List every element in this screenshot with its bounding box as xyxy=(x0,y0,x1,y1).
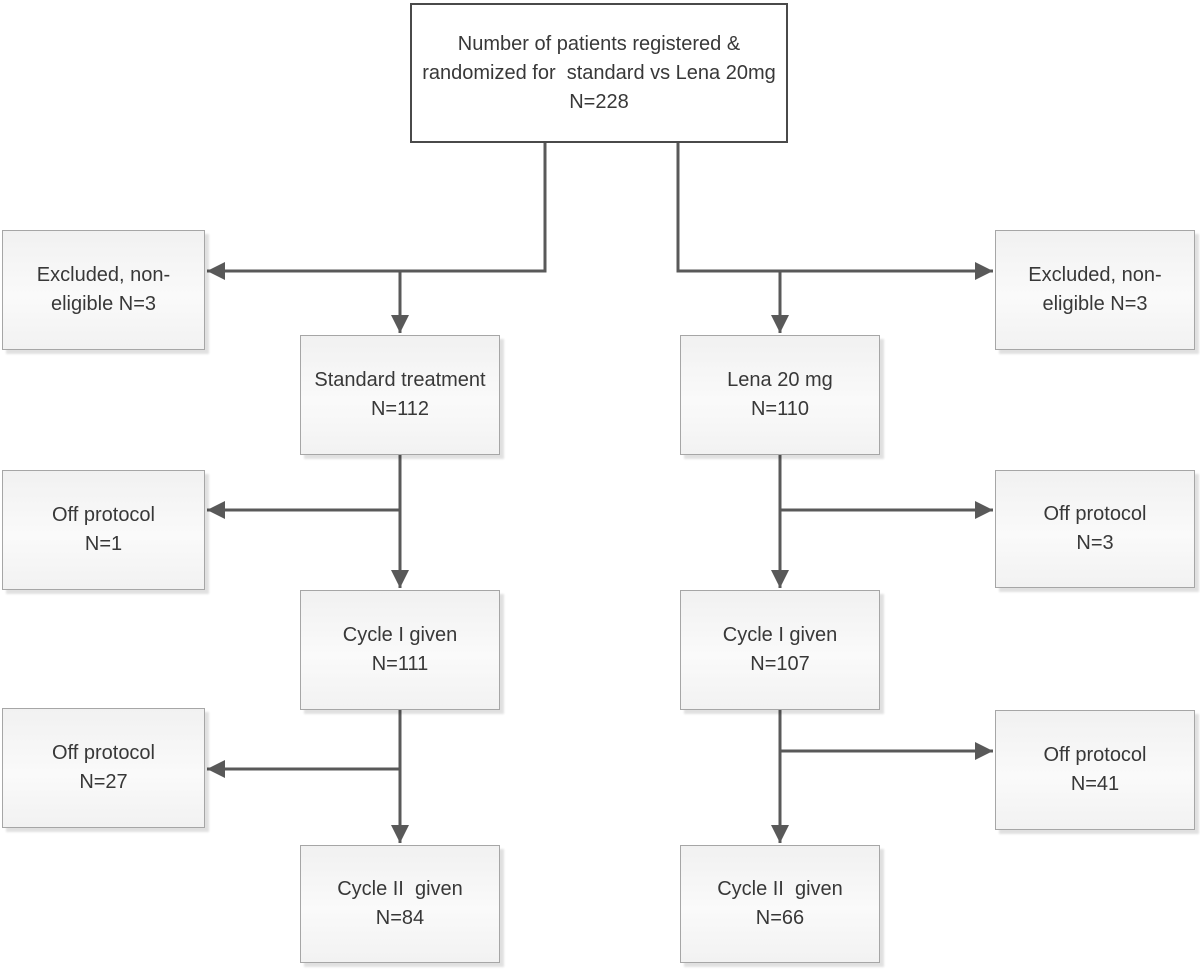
node-standard-treatment-label: Standard treatment N=112 xyxy=(314,369,486,420)
node-off-protocol-std-1: Off protocol N=1 xyxy=(2,470,205,590)
node-cycle2-std: Cycle II given N=84 xyxy=(300,845,500,963)
node-off-protocol-std-1-label: Off protocol N=1 xyxy=(51,504,156,555)
node-excluded-left-label: Excluded, non- eligible N=3 xyxy=(36,264,171,315)
node-excluded-right-label: Excluded, non- eligible N=3 xyxy=(1028,264,1162,315)
node-cycle1-lena: Cycle I given N=107 xyxy=(680,590,880,710)
node-cycle2-lena: Cycle II given N=66 xyxy=(680,845,880,963)
node-registered-randomized-label: Number of patients registered & randomiz… xyxy=(422,32,776,113)
node-cycle2-std-label: Cycle II given N=84 xyxy=(337,878,463,929)
connector-registered-to-excluded-left xyxy=(207,143,547,280)
node-off-protocol-lena-2: Off protocol N=41 xyxy=(995,710,1195,830)
node-off-protocol-std-2-label: Off protocol N=27 xyxy=(51,742,156,793)
node-off-protocol-lena-1-label: Off protocol N=3 xyxy=(1043,503,1147,554)
connector-registered-to-excluded-right xyxy=(676,143,993,280)
node-standard-treatment: Standard treatment N=112 xyxy=(300,335,500,455)
node-registered-randomized: Number of patients registered & randomiz… xyxy=(410,3,788,143)
node-cycle2-lena-label: Cycle II given N=66 xyxy=(717,878,843,929)
node-off-protocol-lena-2-label: Off protocol N=41 xyxy=(1043,744,1147,795)
node-cycle1-lena-label: Cycle I given N=107 xyxy=(722,624,838,675)
node-excluded-left: Excluded, non- eligible N=3 xyxy=(2,230,205,350)
node-cycle1-std: Cycle I given N=111 xyxy=(300,590,500,710)
node-off-protocol-std-2: Off protocol N=27 xyxy=(2,708,205,828)
node-cycle1-std-label: Cycle I given N=111 xyxy=(342,624,458,675)
node-excluded-right: Excluded, non- eligible N=3 xyxy=(995,230,1195,350)
node-off-protocol-lena-1: Off protocol N=3 xyxy=(995,470,1195,588)
node-lena-20mg-label: Lena 20 mg N=110 xyxy=(727,369,833,420)
node-lena-20mg: Lena 20 mg N=110 xyxy=(680,335,880,455)
